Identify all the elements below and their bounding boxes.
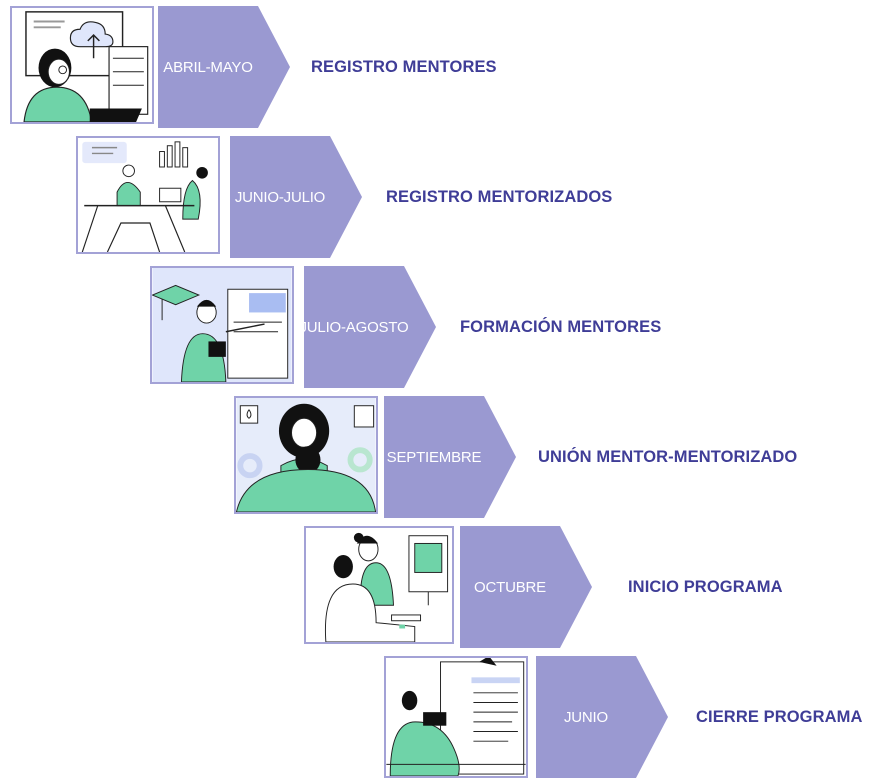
period-label: OCTUBRE (474, 578, 546, 596)
timeline-step-2: JUNIO-JULIO REGISTRO MENTORIZADOS (76, 136, 676, 258)
period-label: JUNIO-JULIO (234, 188, 326, 206)
video-call-illustration (234, 396, 378, 514)
step-title: REGISTRO MENTORES (311, 57, 497, 76)
chevron-shape (158, 6, 290, 128)
two-people-computer-illustration (304, 526, 454, 644)
step-title: CIERRE PROGRAMA (696, 707, 863, 726)
step-title: UNIÓN MENTOR-MENTORIZADO (538, 447, 798, 466)
step-title: INICIO PROGRAMA (628, 577, 783, 596)
chevron-shape (460, 526, 592, 648)
chevron-shape (304, 266, 436, 388)
timeline-step-3: JULIO-AGOSTO FORMACIÓN MENTORES (150, 266, 710, 388)
person-laptop-document-illustration (384, 656, 528, 778)
step-title: FORMACIÓN MENTORES (460, 317, 662, 336)
timeline-step-1: ABRIL-MAYO REGISTRO MENTORES (10, 6, 530, 128)
chevron-shape (384, 396, 516, 518)
period-label: ABRIL-MAYO (163, 58, 253, 76)
office-desks-illustration (76, 136, 220, 254)
period-label: JULIO-AGOSTO (299, 318, 409, 336)
graduation-training-illustration (150, 266, 294, 384)
period-label: SEPTIEMBRE (386, 448, 482, 466)
step-title: REGISTRO MENTORIZADOS (386, 187, 613, 206)
period-label: JUNIO (563, 708, 608, 726)
timeline-step-5: OCTUBRE INICIO PROGRAMA (304, 526, 824, 648)
chevron-shape (536, 656, 668, 778)
timeline-step-6: JUNIO CIERRE PROGRAMA (384, 656, 878, 778)
timeline-step-4: SEPTIEMBRE UNIÓN MENTOR-MENTORIZADO (234, 396, 854, 518)
chevron-shape (230, 136, 362, 258)
woman-laptop-illustration (10, 6, 154, 124)
